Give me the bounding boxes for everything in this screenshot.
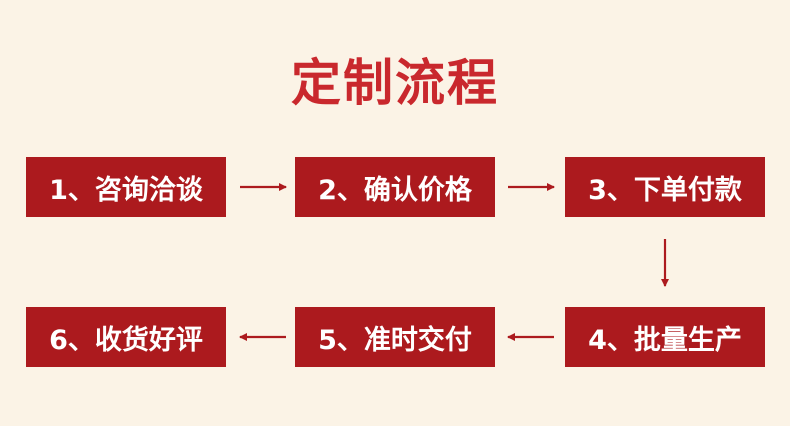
step-confirm-price: 2、确认价格 bbox=[295, 157, 495, 217]
page-title: 定制流程 bbox=[291, 54, 499, 112]
step-on-time-delivery: 5、准时交付 bbox=[295, 307, 495, 367]
step-mass-production: 4、批量生产 bbox=[565, 307, 765, 367]
step-consult: 1、咨询洽谈 bbox=[26, 157, 226, 217]
step-order-payment: 3、下单付款 bbox=[565, 157, 765, 217]
step-receive-review: 6、收货好评 bbox=[26, 307, 226, 367]
